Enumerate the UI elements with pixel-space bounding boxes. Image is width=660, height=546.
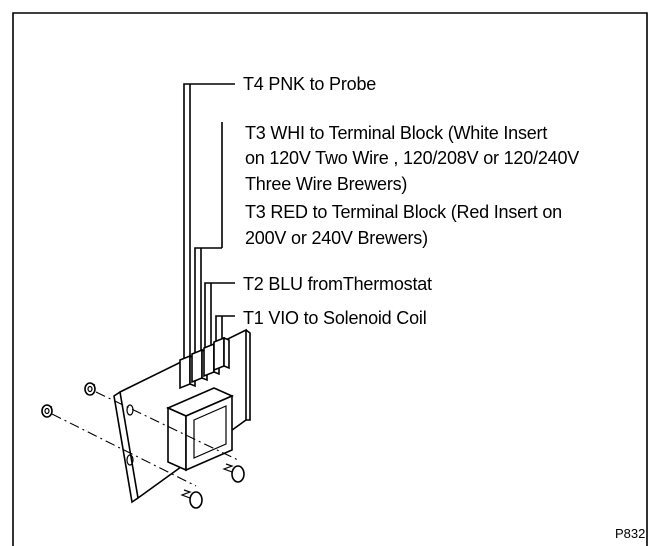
centerline-lower xyxy=(51,413,197,487)
label-t1: T1 VIO to Solenoid Coil xyxy=(243,308,427,328)
label-t3-red-line2: 200V or 240V Brewers) xyxy=(245,228,428,248)
label-t3-whi-line1: T3 WHI to Terminal Block (White Insert xyxy=(245,123,547,143)
leader-t2 xyxy=(204,282,235,350)
label-t3-whi-line2: on 120V Two Wire , 120/208V or 120/240V xyxy=(245,148,579,168)
label-t3-whi-line3: Three Wire Brewers) xyxy=(245,174,407,194)
screw-lower xyxy=(180,489,203,509)
terminal-tabs xyxy=(179,336,230,390)
leader-t1 xyxy=(215,315,235,344)
label-t2: T2 BLU fromThermostat xyxy=(243,274,432,294)
leader-t3 xyxy=(194,247,222,356)
standoff-lower xyxy=(41,404,53,418)
screw-upper xyxy=(222,463,245,483)
centerline-upper xyxy=(95,391,239,461)
relay-component xyxy=(166,387,234,472)
board-hole-lower xyxy=(126,454,134,466)
standoff-upper xyxy=(84,382,96,396)
label-t4: T4 PNK to Probe xyxy=(243,74,376,94)
figure-id: P832 xyxy=(615,526,645,541)
leader-t4 xyxy=(183,83,235,360)
terminal-t1 xyxy=(213,336,230,372)
diagram-frame xyxy=(12,12,648,546)
label-t3-red-line1: T3 RED to Terminal Block (Red Insert on xyxy=(245,202,562,222)
